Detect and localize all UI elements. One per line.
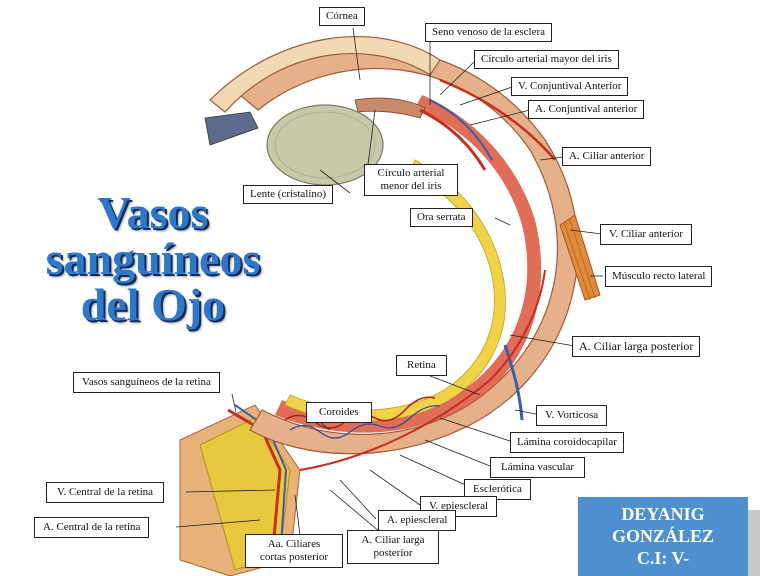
label-circulo-menor-line2: menor del iris — [380, 180, 442, 192]
label-v-vorticosa: V. Vorticosa — [536, 405, 608, 426]
cornea-shape — [209, 36, 441, 113]
label-seno-venoso: Seno venoso de la esclera — [425, 23, 553, 42]
label-a-ciliar-anterior: A. Ciliar anterior — [562, 147, 652, 166]
label-musculo-recto: Músculo recto lateral — [605, 266, 713, 287]
vorticose-vein — [503, 344, 524, 421]
author-line-2: GONZÁLEZ — [611, 526, 715, 546]
label-circulo-menor: Círculo arterial menor del iris — [364, 164, 458, 196]
title-line-3: del Ojo — [80, 279, 226, 330]
optic-nerve — [199, 417, 291, 571]
author-line-3: C.I: V- — [636, 548, 690, 568]
label-cornea: Córnea — [319, 7, 365, 26]
label-v-central: V. Central de la retina — [46, 482, 165, 503]
optic-vessels — [227, 408, 282, 561]
label-aa-ciliares: Aa. Ciliares cortas posterior — [245, 534, 343, 568]
label-esclerotica: Esclerótica — [464, 479, 531, 500]
label-circulo-mayor: Círculo arterial mayor del iris — [474, 50, 619, 69]
author-box: DEYANIG GONZÁLEZ C.I: V- — [578, 497, 748, 576]
label-a-central: A. Central de la retina — [34, 517, 150, 538]
retina-layer — [284, 159, 506, 422]
label-a-ciliar-larga: A. Ciliar larga posterior — [347, 530, 439, 564]
label-a-ciliar-larga-line2: posterior — [373, 547, 413, 559]
label-coroides: Coroides — [306, 402, 372, 423]
label-a-epiescleral: A. epiescleral — [378, 510, 457, 531]
label-lamina-vascular: Lámina vascular — [490, 457, 585, 478]
author-box-shadow — [748, 510, 760, 576]
label-retina: Retina — [396, 355, 447, 376]
title-line-2: sanguíneos — [45, 233, 261, 284]
label-a-ciliar-larga-line1: A. Ciliar larga — [361, 534, 425, 546]
label-a-ciliar-larga-posterior: A. Ciliar larga posterior — [572, 336, 701, 357]
title-line-1: Vasos — [97, 187, 209, 238]
label-circulo-menor-line1: Círculo arterial — [377, 167, 445, 179]
label-v-ciliar-anterior: V. Ciliar anterior — [600, 224, 693, 245]
label-a-conjuntival: A. Conjuntival anterior — [528, 100, 645, 119]
lateral-rectus-muscle — [559, 214, 601, 301]
label-aa-ciliares-line1: Aa. Ciliares — [267, 538, 321, 550]
label-lamina-coroidocapilar: Lámina coroidocapilar — [510, 432, 624, 453]
label-lente: Lente (cristalino) — [243, 185, 334, 204]
sclera-layer — [239, 47, 579, 455]
label-aa-ciliares-line2: cortas posterior — [259, 551, 329, 563]
author-line-1: DEYANIG — [621, 504, 705, 524]
label-ora-serrata: Ora serrata — [410, 208, 473, 227]
label-vasos-retina: Vasos sanguíneos de la retina — [73, 372, 220, 393]
label-v-conjuntival: V. Conjuntival Anterior — [511, 77, 629, 96]
diagram-title: Vasos sanguíneos del Ojo — [18, 190, 288, 328]
iris — [204, 111, 259, 146]
